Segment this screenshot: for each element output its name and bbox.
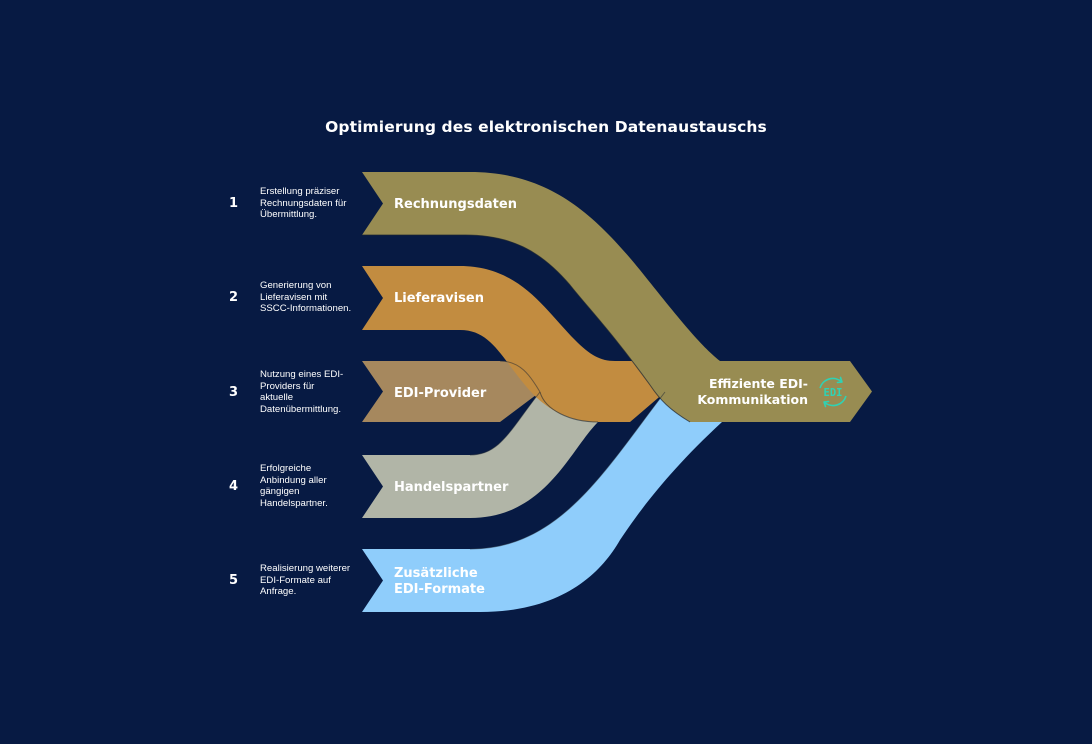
step-number-3: 3 — [229, 385, 239, 400]
band-zusaetzliche-edi-formate — [362, 392, 722, 612]
label-handelspartner: Handelspartner — [394, 480, 509, 495]
target-label-line-2: Kommunikation — [697, 392, 808, 407]
step-number-1: 1 — [229, 196, 239, 211]
diagram-title: Optimierung des elektronischen Datenaust… — [325, 118, 767, 136]
edi-cycle-icon: EDI — [819, 376, 847, 408]
step-description-2: Generierung von Lieferavisen mit SSCC-In… — [260, 280, 352, 315]
label-lieferavisen: Lieferavisen — [394, 291, 484, 306]
step-number-2: 2 — [229, 290, 239, 305]
band-lieferavisen — [362, 266, 665, 422]
step-description-3: Nutzung eines EDI- Providers für aktuell… — [260, 369, 344, 415]
edi-icon-text: EDI — [824, 387, 843, 399]
label-edi-provider: EDI-Provider — [394, 386, 487, 401]
step-description-4: Erfolgreiche Anbindung aller gängigen Ha… — [260, 463, 328, 509]
label-zusaetzliche-line-2: EDI-Formate — [394, 582, 485, 597]
band-handelspartner — [362, 392, 598, 518]
label-rechnungsdaten: Rechnungsdaten — [394, 197, 517, 212]
step-number-4: 4 — [229, 479, 239, 494]
step-number-5: 5 — [229, 573, 239, 588]
label-zusaetzliche-line-1: Zusätzliche — [394, 566, 478, 581]
target-label-line-1: Effiziente EDI- — [709, 376, 808, 391]
band-edi-provider — [362, 361, 540, 422]
step-description-5: Realisierung weiterer EDI-Formate auf An… — [260, 563, 351, 598]
step-description-1: Erstellung präziser Rechnungsdaten für Ü… — [260, 186, 347, 221]
band-rechnungsdaten — [362, 172, 872, 422]
